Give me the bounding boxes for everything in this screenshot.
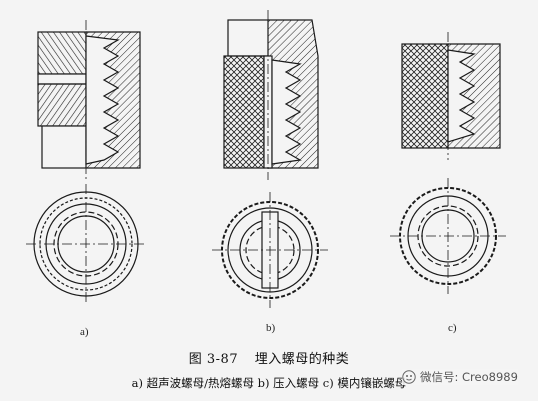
wechat-watermark: 微信号: Creo8989 bbox=[402, 369, 518, 385]
figure-title: 埋入螺母的种类 bbox=[254, 352, 350, 367]
nut-a-side-view bbox=[37, 20, 141, 180]
label-b: b) bbox=[266, 322, 276, 334]
figure-subcaption: a) 超声波螺母/热熔螺母 b) 压入螺母 c) 模内镶嵌螺母 bbox=[131, 376, 407, 390]
label-a: a) bbox=[80, 326, 89, 338]
nut-b-side-view bbox=[223, 10, 319, 180]
nut-c-side-view bbox=[401, 32, 501, 160]
insert-nut-drawing bbox=[26, 10, 506, 308]
nut-c-end-view bbox=[390, 178, 506, 294]
nut-a-end-view bbox=[26, 184, 146, 304]
wechat-icon bbox=[402, 370, 416, 384]
nut-b-end-view bbox=[212, 192, 328, 308]
label-c: c) bbox=[448, 322, 457, 334]
figure-caption: 图 3-87 埋入螺母的种类 bbox=[0, 348, 538, 367]
figure-number: 图 3-87 bbox=[188, 352, 239, 367]
watermark-text: 微信号: Creo8989 bbox=[420, 370, 518, 384]
